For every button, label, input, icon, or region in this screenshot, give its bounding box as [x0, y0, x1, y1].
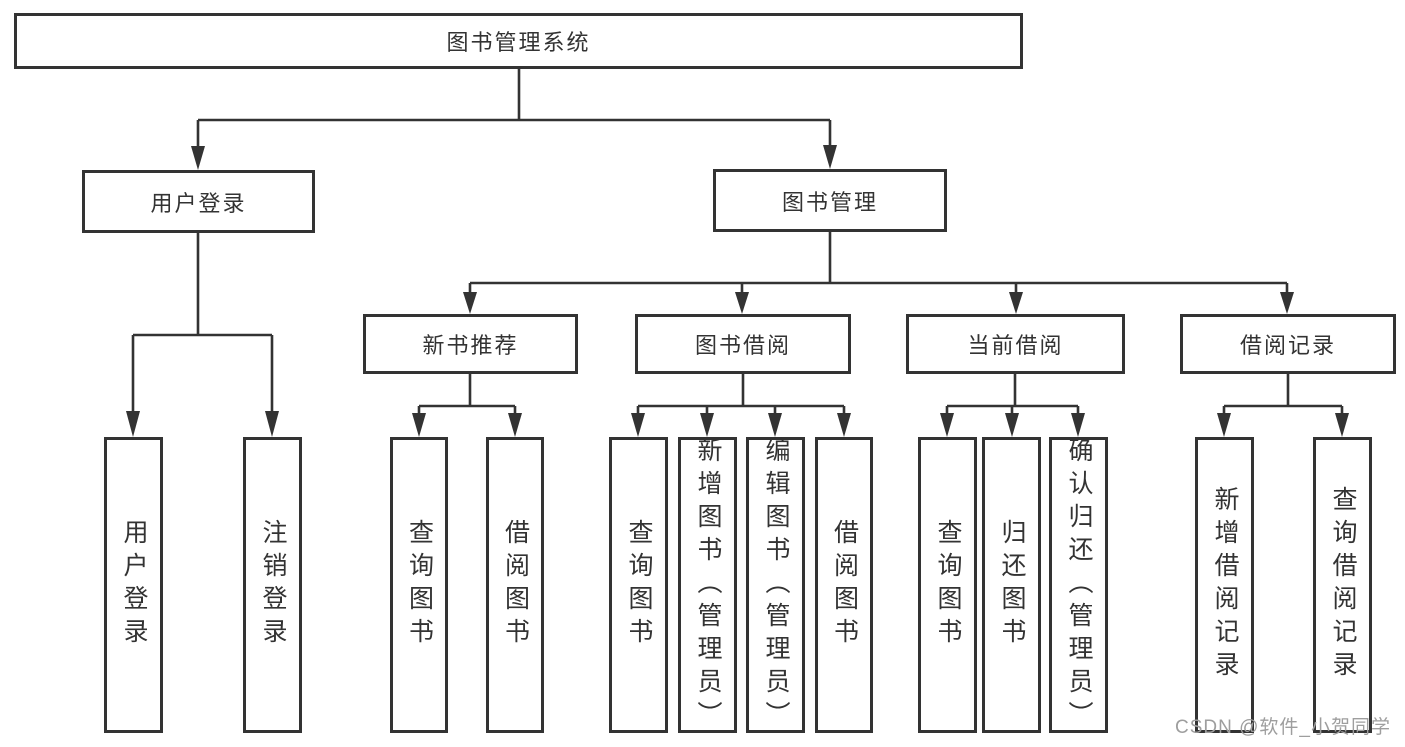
- node-borrowing-records-label: 借阅记录: [1239, 333, 1336, 358]
- node-root-label: 图书管理系统: [446, 30, 591, 55]
- node-book-management-label: 图书管理: [781, 189, 878, 215]
- node-current-borrowing: 当前借阅: [906, 314, 1125, 374]
- arrowhead-icon: [265, 411, 279, 437]
- leaf-current-confirm-return-admin: 确认归还（管理员）: [1049, 436, 1108, 734]
- arrowhead-icon: [1071, 413, 1085, 437]
- leaf-borrow-edit-book-admin-label: 编辑图书（管理员）: [762, 436, 790, 734]
- leaf-records-query-record-label: 查询借阅记录: [1329, 486, 1357, 684]
- leaf-current-return-book: 归还图书: [982, 437, 1041, 733]
- connector-recommend-split: [417, 374, 517, 419]
- connector-borrowing-split: [636, 374, 846, 419]
- watermark: CSDN @软件_小贺同学: [1175, 717, 1391, 738]
- node-new-book-recommend: 新书推荐: [363, 314, 578, 374]
- arrowhead-icon: [1335, 413, 1349, 437]
- arrowhead-icon: [191, 146, 205, 170]
- leaf-borrow-add-book-admin: 新增图书（管理员）: [678, 436, 737, 734]
- leaf-recommend-query-book-label: 查询图书: [405, 519, 434, 651]
- leaf-recommend-query-book: 查询图书: [390, 437, 448, 733]
- leaf-borrow-query-book-label: 查询图书: [625, 519, 653, 651]
- leaf-user-login-label: 用户登录: [120, 519, 148, 651]
- leaf-borrow-add-book-admin-label: 新增图书（管理员）: [694, 436, 722, 734]
- arrowhead-icon: [768, 413, 782, 437]
- leaf-recommend-borrow-book: 借阅图书: [486, 437, 544, 733]
- node-user-login-label: 用户登录: [150, 190, 247, 216]
- leaf-borrow-query-book: 查询图书: [609, 437, 668, 733]
- arrowhead-icon: [700, 413, 714, 437]
- connector-book-mgmt-split: [468, 232, 1289, 296]
- leaf-current-query-book: 查询图书: [918, 437, 977, 733]
- node-new-book-recommend-label: 新书推荐: [422, 333, 519, 358]
- leaf-user-login: 用户登录: [104, 437, 163, 733]
- node-book-management: 图书管理: [713, 169, 947, 232]
- arrowhead-icon: [1280, 292, 1294, 314]
- arrowhead-icon: [837, 413, 851, 437]
- leaf-records-add-record-label: 新增借阅记录: [1211, 486, 1239, 684]
- arrowhead-icon: [1009, 292, 1023, 314]
- node-current-borrowing-label: 当前借阅: [967, 333, 1064, 358]
- leaf-records-query-record: 查询借阅记录: [1313, 437, 1372, 733]
- node-book-borrowing: 图书借阅: [635, 314, 851, 374]
- leaf-recommend-borrow-book-label: 借阅图书: [501, 519, 530, 651]
- leaf-logout-login: 注销登录: [243, 437, 302, 733]
- connector-records-split: [1222, 374, 1344, 419]
- arrowhead-icon: [463, 292, 477, 314]
- node-borrowing-records: 借阅记录: [1180, 314, 1396, 374]
- connector-user-login-split: [131, 233, 274, 419]
- arrowhead-icon: [1005, 413, 1019, 437]
- leaf-current-return-book-label: 归还图书: [998, 519, 1026, 651]
- arrowhead-icon: [508, 413, 522, 437]
- node-root: 图书管理系统: [14, 13, 1023, 69]
- leaf-borrow-borrow-book-label: 借阅图书: [830, 519, 859, 651]
- arrowhead-icon: [631, 413, 645, 437]
- connector-current-split: [945, 374, 1080, 419]
- leaf-borrow-borrow-book: 借阅图书: [815, 437, 873, 733]
- arrowhead-icon: [126, 411, 140, 437]
- arrowhead-icon: [940, 413, 954, 437]
- node-book-borrowing-label: 图书借阅: [694, 333, 791, 358]
- arrowhead-icon: [1217, 413, 1231, 437]
- arrowhead-icon: [412, 413, 426, 437]
- leaf-records-add-record: 新增借阅记录: [1195, 437, 1254, 733]
- connector-root-split: [196, 69, 832, 152]
- arrowhead-icon: [823, 145, 837, 169]
- leaf-borrow-edit-book-admin: 编辑图书（管理员）: [746, 436, 805, 734]
- leaf-current-confirm-return-admin-label: 确认归还（管理员）: [1065, 436, 1093, 734]
- node-user-login: 用户登录: [82, 170, 315, 233]
- leaf-logout-login-label: 注销登录: [259, 519, 287, 651]
- leaf-current-query-book-label: 查询图书: [934, 519, 962, 651]
- arrowhead-icon: [735, 292, 749, 314]
